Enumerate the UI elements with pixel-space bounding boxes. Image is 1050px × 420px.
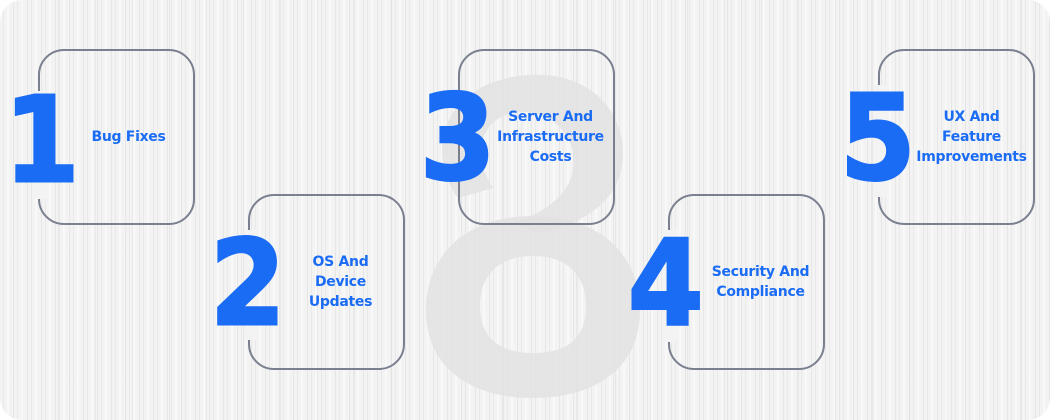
border-gap bbox=[664, 230, 676, 342]
step-2-number: 2 bbox=[209, 214, 287, 352]
step-4-number: 4 bbox=[627, 214, 705, 352]
step-1: 1 Bug Fixes bbox=[3, 49, 195, 225]
step-1-label: Bug Fixes bbox=[91, 129, 166, 145]
border-gap bbox=[34, 91, 46, 199]
step-2: 2 OS And Device Updates bbox=[209, 194, 405, 370]
border-gap bbox=[244, 230, 256, 340]
step-2-label: OS And Device Updates bbox=[308, 254, 373, 310]
step-1-number: 1 bbox=[3, 71, 81, 209]
step-5-label: UX And Feature Improvements bbox=[916, 109, 1027, 165]
step-5: 5 UX And Feature Improvements bbox=[839, 49, 1035, 225]
step-3: 3 Server And Infrastructure Costs bbox=[419, 49, 615, 225]
step-3-number: 3 bbox=[419, 69, 497, 207]
step-4: 4 Security And Compliance bbox=[627, 194, 825, 370]
step-5-number: 5 bbox=[839, 69, 917, 207]
step-4-label: Security And Compliance bbox=[711, 264, 810, 300]
step-3-label: Server And Infrastructure Costs bbox=[497, 109, 604, 165]
step-3-box bbox=[458, 49, 615, 225]
border-gap bbox=[874, 85, 886, 197]
